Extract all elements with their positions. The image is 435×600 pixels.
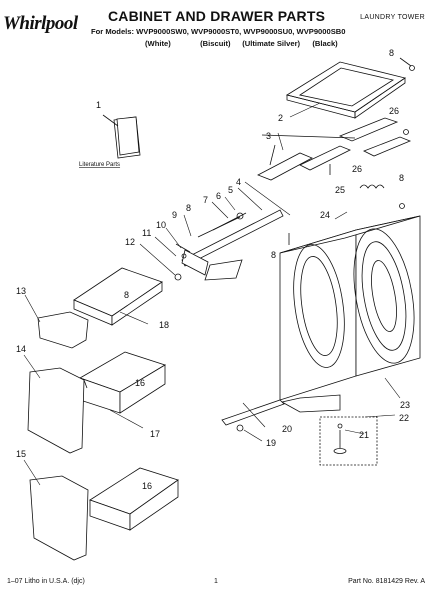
callout-9: 9 xyxy=(172,210,177,220)
callout-3: 3 xyxy=(266,131,271,141)
callout-8-bracket: 8 xyxy=(271,250,276,260)
callout-20: 20 xyxy=(282,424,292,434)
color-silver: (Ultimate Silver) xyxy=(242,39,301,48)
callout-22: 22 xyxy=(399,413,409,423)
callout-16-bottom: 16 xyxy=(142,481,152,491)
callout-8-rod: 8 xyxy=(186,203,191,213)
colors-line: (White) (Biscuit) (Ultimate Silver) (Bla… xyxy=(145,39,338,48)
footer-page-number: 1 xyxy=(214,578,218,585)
literature-label: Literature Parts xyxy=(79,162,120,168)
literature-booklet xyxy=(102,114,141,159)
callout-16-mid: 16 xyxy=(135,378,145,388)
callout-6: 6 xyxy=(216,191,221,201)
models-line: For Models: WVP9000SW0, WVP9000ST0, WVP9… xyxy=(91,27,346,36)
callout-23: 23 xyxy=(400,400,410,410)
callout-8-top: 8 xyxy=(389,48,394,58)
callout-18: 18 xyxy=(159,320,169,330)
callout-25: 25 xyxy=(335,185,345,195)
color-black: (Black) xyxy=(312,39,338,48)
top-brackets xyxy=(257,117,412,181)
small-drawer xyxy=(37,267,163,349)
callout-15: 15 xyxy=(16,449,26,459)
leader-lines xyxy=(23,102,401,486)
callout-19: 19 xyxy=(266,438,276,448)
footer-part-number: Part No. 8181429 Rev. A xyxy=(348,578,425,585)
callout-7: 7 xyxy=(203,195,208,205)
rail xyxy=(221,399,285,432)
bottom-drawer xyxy=(29,467,179,561)
color-white: (White) xyxy=(145,39,171,48)
callout-13: 13 xyxy=(16,286,26,296)
whirlpool-logo: Whirlpool xyxy=(3,13,78,34)
screws xyxy=(288,57,415,245)
callout-17: 17 xyxy=(150,429,160,439)
spring xyxy=(359,184,385,189)
callout-2: 2 xyxy=(278,113,283,123)
middle-drawer xyxy=(27,351,166,454)
callout-4: 4 xyxy=(236,177,241,187)
callout-14: 14 xyxy=(16,344,26,354)
callout-26-mid: 26 xyxy=(352,164,362,174)
top-panel xyxy=(285,61,406,119)
color-biscuit: (Biscuit) xyxy=(200,39,231,48)
leveling-legs xyxy=(319,416,378,466)
callout-21: 21 xyxy=(359,430,369,440)
callout-numbers: 1 2 3 4 5 6 7 8 8 8 8 8 9 10 11 12 13 14… xyxy=(16,48,410,491)
callout-8-drawer: 8 xyxy=(124,290,129,300)
cabinet xyxy=(279,215,421,413)
callout-1: 1 xyxy=(96,100,101,110)
rod-assembly xyxy=(174,209,284,281)
callout-10: 10 xyxy=(156,220,166,230)
page-title: CABINET AND DRAWER PARTS xyxy=(108,8,326,24)
callout-8-side: 8 xyxy=(399,173,404,183)
footer-litho: 1–07 Litho in U.S.A. (djc) xyxy=(7,578,85,585)
product-name: LAUNDRY TOWER xyxy=(360,14,425,21)
callout-5: 5 xyxy=(228,185,233,195)
callout-26-top: 26 xyxy=(389,106,399,116)
callout-12: 12 xyxy=(125,237,135,247)
callout-11: 11 xyxy=(142,228,151,238)
callout-24: 24 xyxy=(320,210,330,220)
